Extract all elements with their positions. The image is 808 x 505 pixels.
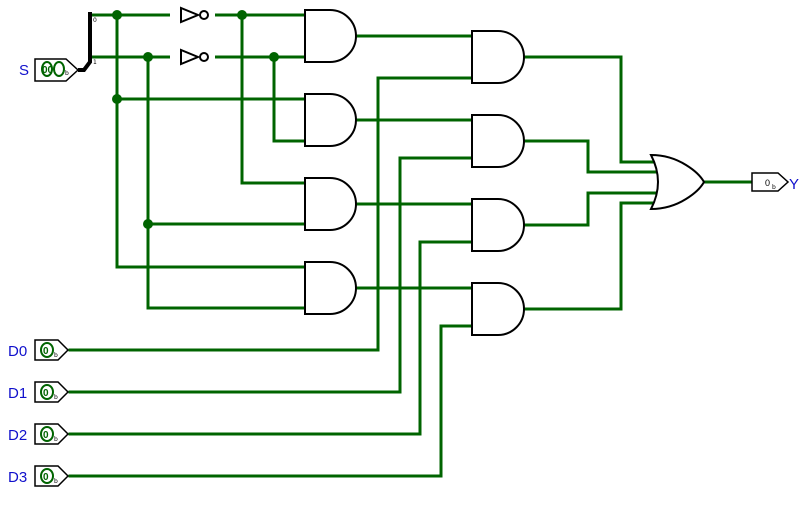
junctions: [112, 10, 279, 229]
pin-d2-value: 0: [43, 430, 49, 441]
not-bubble: [199, 10, 209, 20]
junction-dot: [237, 10, 247, 20]
junction-dot: [143, 219, 153, 229]
label-d3: D3: [8, 469, 27, 486]
and-gate-3[interactable]: [304, 177, 357, 231]
pin-y-value: 0: [765, 178, 770, 188]
splitter-bit0-label: 0: [93, 17, 97, 24]
and-gate-4[interactable]: [304, 261, 357, 315]
pin-s-radix: b: [65, 70, 69, 77]
and-gate-8[interactable]: [471, 282, 525, 336]
wire-d0: [68, 76, 474, 352]
input-pin-s[interactable]: 00 b: [34, 58, 80, 82]
pin-d2-radix: b: [54, 436, 58, 443]
and-gate-7[interactable]: [471, 198, 525, 252]
wire-nots0-and3: [240, 13, 307, 185]
input-pin-d0[interactable]: 0 b: [34, 339, 70, 361]
pin-s-value: 00: [42, 65, 54, 76]
pin-led: [40, 384, 54, 400]
pin-y-radix: b: [772, 184, 776, 191]
not-gate-s1[interactable]: [170, 48, 215, 66]
wire-s1-true: [146, 55, 307, 310]
pin-d3-radix: b: [54, 478, 58, 485]
label-d1: D1: [8, 385, 27, 402]
pin-d1-value: 0: [43, 388, 49, 399]
input-pin-d1[interactable]: 0 b: [34, 381, 70, 403]
splitter-bit1-label: 1: [93, 59, 97, 66]
wire-d2: [68, 240, 474, 436]
junction-dot: [269, 52, 279, 62]
pin-d1-radix: b: [54, 394, 58, 401]
not-triangle: [180, 48, 201, 66]
and-gate-1[interactable]: [304, 9, 357, 63]
not-bubble: [199, 52, 209, 62]
wires: [68, 13, 754, 478]
pin-led: [40, 342, 54, 358]
wire-d1: [68, 156, 474, 394]
wire-and8-or: [523, 201, 657, 311]
pin-led: [41, 61, 53, 77]
or-gate[interactable]: [649, 153, 706, 211]
junction-dot: [112, 94, 122, 104]
and-gate-6[interactable]: [471, 114, 525, 168]
pin-led: [40, 468, 54, 484]
splitter-bus: [78, 12, 92, 72]
label-d0: D0: [8, 343, 27, 360]
pin-d0-value: 0: [43, 346, 49, 357]
wire-nots1-and2: [272, 55, 307, 143]
junction-dot: [143, 52, 153, 62]
pin-led: [53, 61, 65, 77]
pin-led: [40, 426, 54, 442]
wire-and6-or: [523, 139, 657, 174]
wire-and7-or: [523, 191, 657, 227]
not-triangle: [180, 6, 201, 24]
label-y: Y: [789, 176, 799, 193]
output-pin-y[interactable]: 0 b: [751, 172, 790, 192]
and-gate-2[interactable]: [304, 93, 357, 147]
input-pin-d3[interactable]: 0 b: [34, 465, 70, 487]
junction-dot: [112, 10, 122, 20]
input-pin-d2[interactable]: 0 b: [34, 423, 70, 445]
label-s: S: [19, 62, 29, 79]
wire-d3: [68, 324, 474, 478]
wire-and5-or: [523, 55, 657, 164]
not-gate-s0[interactable]: [170, 6, 215, 24]
splitter[interactable]: 0 1: [78, 12, 97, 72]
pin-d0-radix: b: [54, 352, 58, 359]
pin-d3-value: 0: [43, 472, 49, 483]
and-gate-5[interactable]: [471, 30, 525, 84]
label-d2: D2: [8, 427, 27, 444]
